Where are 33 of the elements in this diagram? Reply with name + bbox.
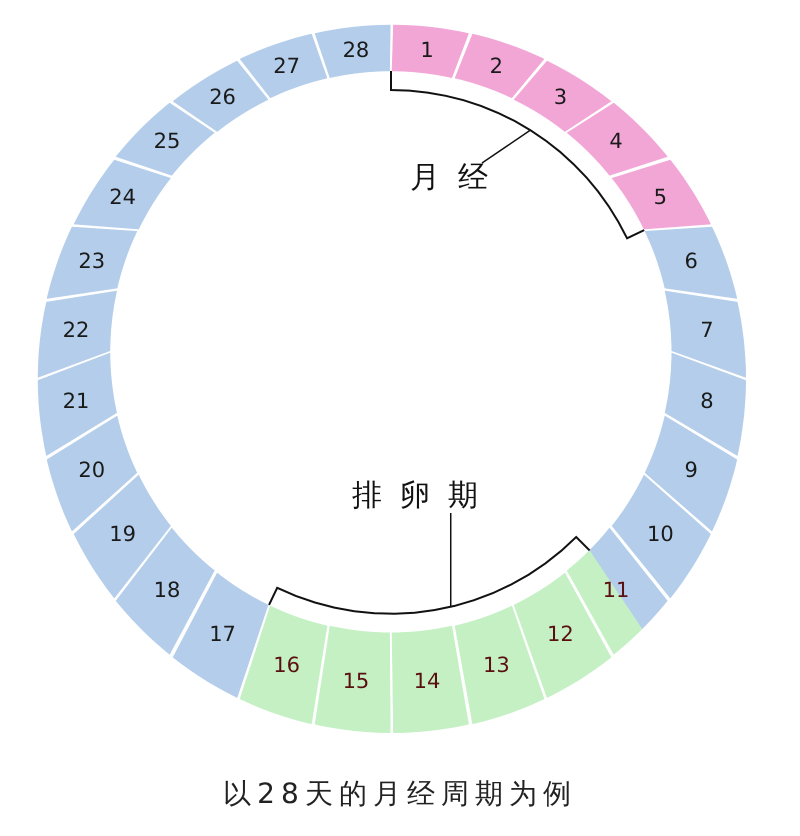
day-number: 21 (62, 389, 90, 414)
day-number: 6 (684, 248, 698, 273)
leader-line (482, 130, 531, 164)
day-number: 11 (602, 578, 630, 602)
day-number: 3 (554, 84, 568, 109)
day-number: 27 (273, 54, 300, 78)
day-number: 16 (273, 653, 300, 678)
day-number: 22 (62, 318, 90, 342)
day-number: 13 (482, 653, 510, 678)
day-number: 4 (609, 128, 623, 153)
day-number: 17 (209, 622, 236, 646)
day-number: 20 (78, 458, 106, 482)
day-number: 18 (154, 578, 180, 602)
day-number: 19 (109, 522, 136, 546)
day-number: 24 (109, 184, 136, 209)
day-number: 26 (209, 84, 236, 109)
phase-label: 月经 (410, 160, 506, 196)
phase-label: 排卵期 (352, 478, 496, 514)
caption: 以28天的月经周期为例 (222, 776, 578, 812)
day-number: 1 (420, 38, 434, 62)
day-number: 15 (342, 668, 370, 693)
day-number: 28 (342, 38, 370, 62)
day-number: 7 (700, 318, 714, 342)
day-number: 2 (490, 54, 504, 78)
day-number: 10 (646, 522, 674, 546)
day-number: 9 (684, 458, 698, 482)
day-number: 5 (654, 184, 668, 209)
day-number: 25 (154, 128, 180, 153)
day-number: 14 (414, 668, 440, 693)
leader-line (450, 513, 452, 608)
day-number: 12 (547, 622, 574, 646)
day-number: 23 (78, 248, 106, 273)
day-number: 8 (700, 389, 714, 414)
